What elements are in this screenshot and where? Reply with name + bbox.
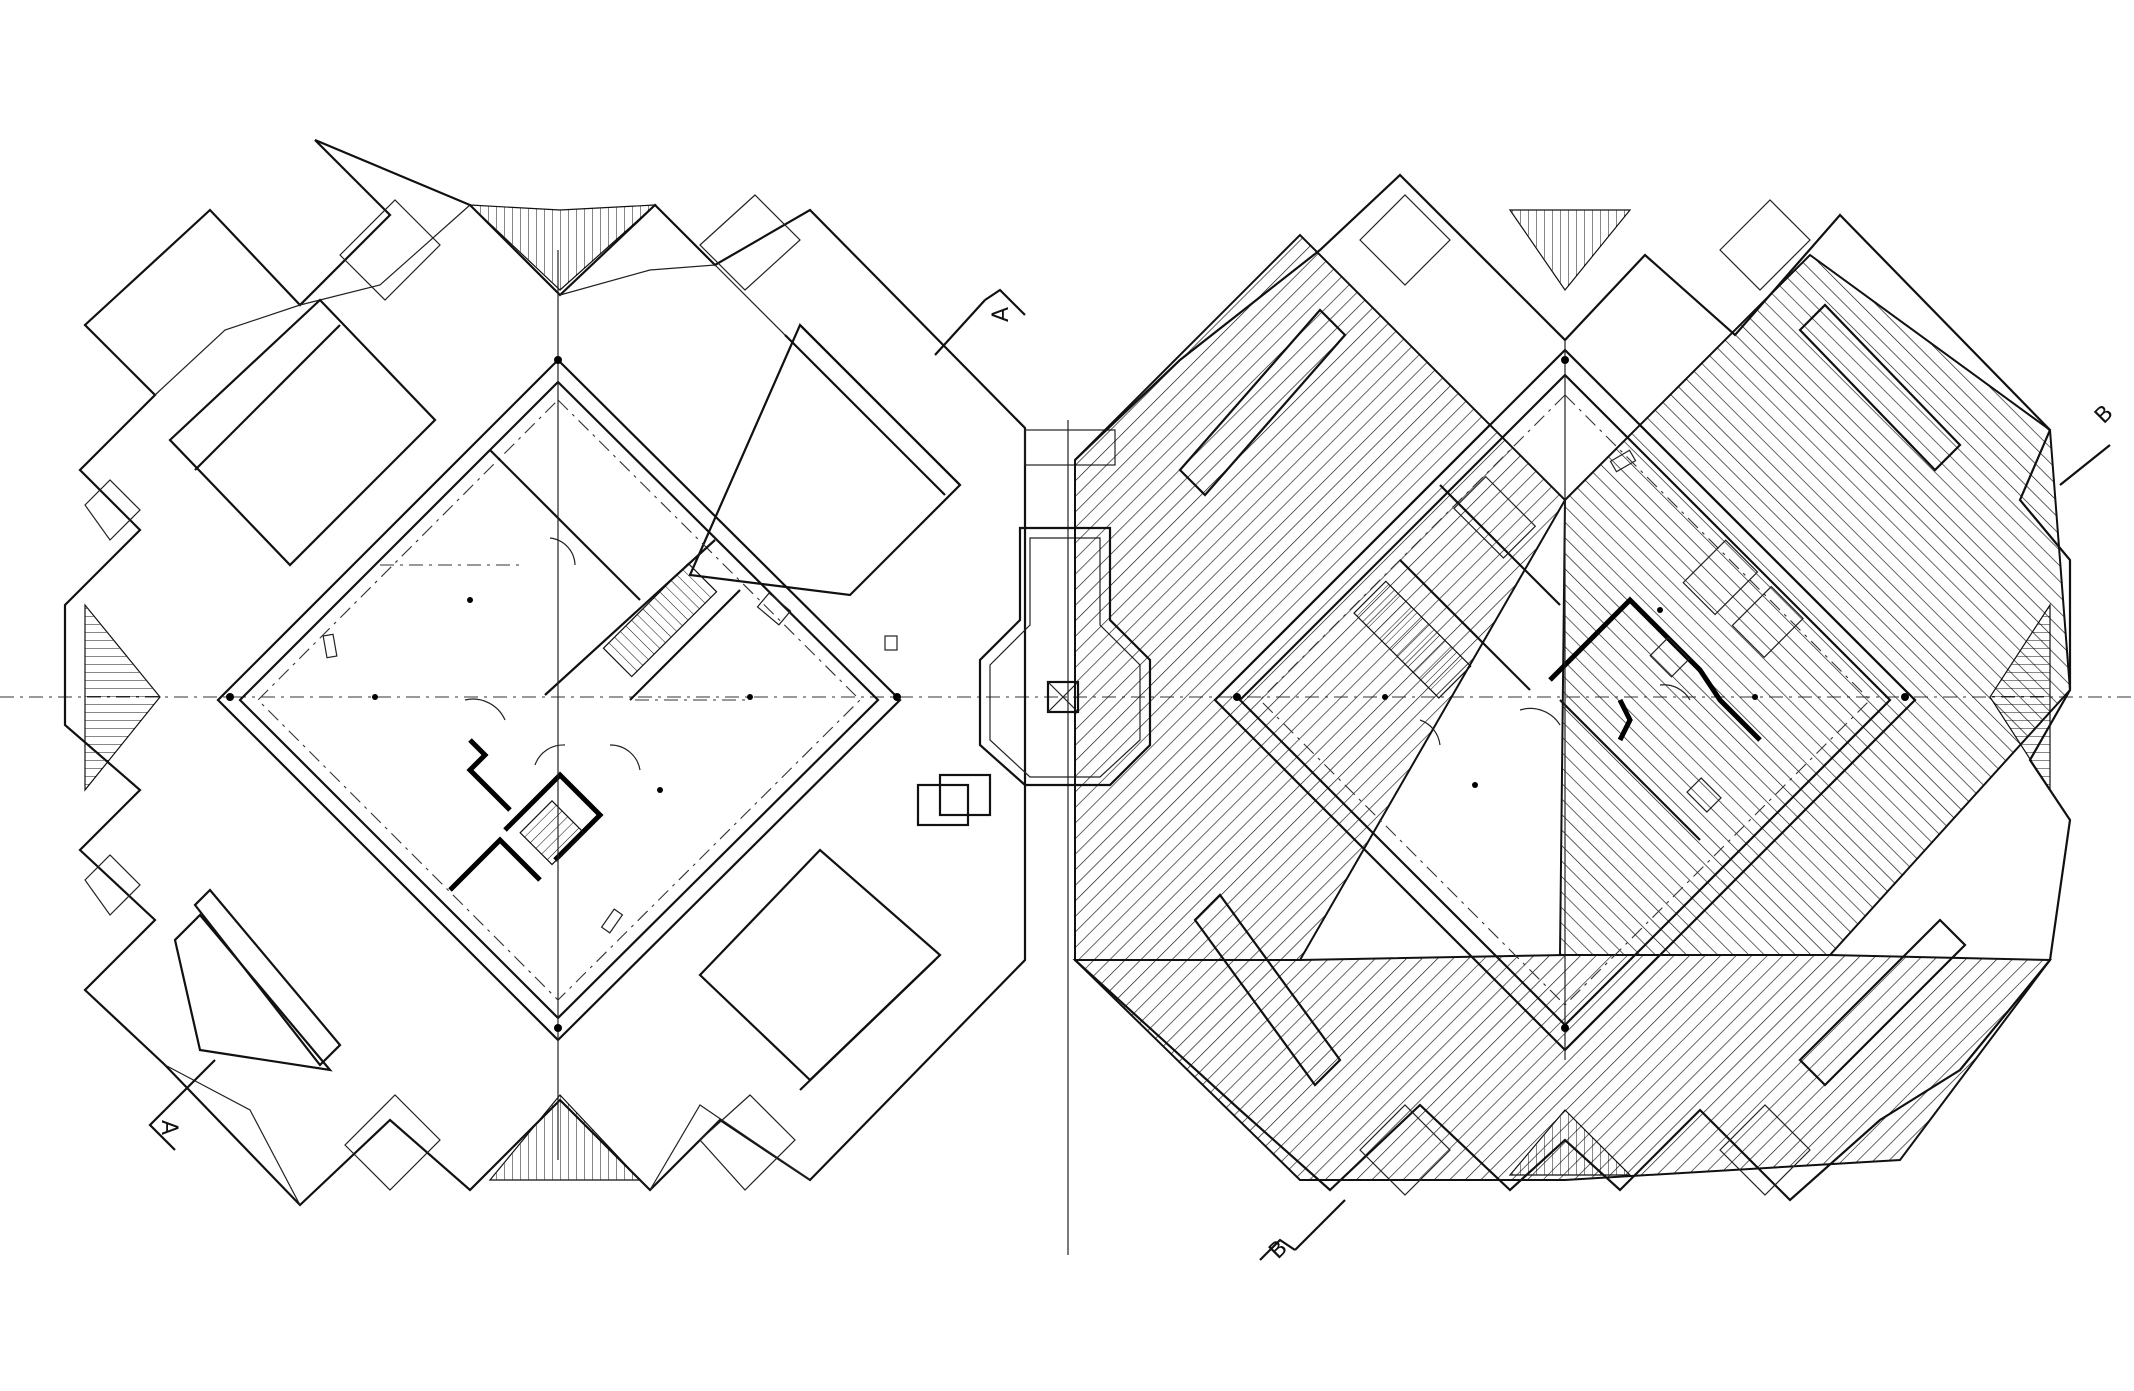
left-corner-box-top-right <box>699 194 801 291</box>
section-marker-b-top: B <box>2059 401 2119 486</box>
flue-cross-2 <box>1047 681 1079 713</box>
right-column-top <box>1561 356 1569 364</box>
right-skylight-bottom-left <box>1193 893 1342 1087</box>
left-core-dashed-line <box>257 399 861 1001</box>
left-stair-run <box>602 562 718 678</box>
right-column-mid-2 <box>1752 694 1758 700</box>
right-door-swing-3 <box>1659 684 1691 701</box>
left-spiral-stair <box>519 800 585 866</box>
left-roof-step-line-3 <box>164 1064 301 1206</box>
right-door-swing-1 <box>1419 719 1441 746</box>
right-door-swing-2 <box>1519 707 1561 726</box>
right-column-mid-4 <box>1657 607 1663 613</box>
right-partition-1 <box>1399 559 1531 691</box>
left-roof-step-line-4 <box>649 1104 811 1191</box>
left-door-swing-4 <box>609 744 641 771</box>
right-sink <box>1649 637 1690 678</box>
section-label-a-top: A <box>989 307 1014 322</box>
left-wedge-top <box>468 204 657 291</box>
left-column-right <box>893 693 901 701</box>
right-wc <box>1686 777 1722 813</box>
left-corner-box-top-left <box>339 199 441 301</box>
right-roof-hatch-left <box>1074 233 1567 961</box>
left-corner-box-bottom-left <box>344 1094 441 1191</box>
right-corner-box-top-right <box>1719 199 1811 291</box>
left-column-top <box>554 356 562 364</box>
section-marker-a-bottom: A <box>148 1059 216 1151</box>
right-skylight-bottom-right <box>1798 918 1967 1087</box>
left-partition-1 <box>489 449 641 601</box>
left-door-swing-3 <box>534 744 566 766</box>
left-skylight-top-right <box>688 323 962 597</box>
section-marker-a-top: A <box>934 288 1026 356</box>
right-column-mid-3 <box>1472 782 1478 788</box>
right-column-mid-1 <box>1382 694 1388 700</box>
left-skylight-top-left <box>168 298 437 567</box>
right-stair-run <box>1353 580 1472 699</box>
section-label-b-bottom: B <box>1264 1236 1292 1264</box>
left-column-mid-3 <box>467 597 473 603</box>
left-roof-step-line-2 <box>559 264 881 431</box>
left-wedge-left <box>84 603 161 792</box>
left-door-swing-2 <box>464 698 506 721</box>
left-building <box>63 138 1027 1207</box>
right-cabinet-3 <box>1731 585 1804 659</box>
right-wedge-bottom <box>1508 1109 1632 1176</box>
section-marker-b-bottom: B <box>1259 1199 1346 1264</box>
left-column-bottom <box>554 1024 562 1032</box>
right-building <box>1072 173 2072 1202</box>
left-corner-box-left-bottom <box>84 854 141 916</box>
left-vent-1 <box>322 633 338 659</box>
right-corner-box-bottom-right <box>1719 1104 1811 1196</box>
left-partition-3 <box>629 589 741 701</box>
right-vent-1 <box>1609 449 1637 473</box>
hatch-box-1 <box>916 783 970 827</box>
left-corner-box-left-top <box>84 479 141 541</box>
left-roof-step-line <box>154 204 471 396</box>
right-column-left <box>1233 693 1241 701</box>
section-label-a-bottom: A <box>156 1120 181 1135</box>
right-cabinet-1 <box>1453 475 1537 559</box>
right-wedge-top <box>1508 209 1632 292</box>
right-bold-wall-2 <box>1617 698 1633 742</box>
right-bold-wall <box>1548 596 1762 742</box>
right-skylight-top-left <box>1178 308 1347 497</box>
section-label-b-top: B <box>2090 401 2118 429</box>
left-column-left <box>226 693 234 701</box>
left-roof-outline <box>63 138 1027 1207</box>
right-column-bottom <box>1561 1024 1569 1032</box>
left-column-mid-2 <box>747 694 753 700</box>
right-skylight-top-right <box>1798 303 1962 472</box>
left-core-outer-wall <box>216 358 902 1042</box>
right-column-right <box>1901 693 1909 701</box>
left-bath-wall <box>448 836 542 892</box>
left-column-mid-4 <box>657 787 663 793</box>
right-partition-3 <box>1439 484 1561 606</box>
right-wedge-right <box>1989 602 2051 793</box>
left-corner-box-bottom-right <box>699 1094 796 1191</box>
left-wedge-bottom <box>488 1094 642 1181</box>
left-wc-wall <box>466 738 512 812</box>
hatch-box-2 <box>938 773 992 817</box>
left-skylight-bottom-left <box>173 888 342 1072</box>
left-skylight-bottom-right <box>698 848 942 1091</box>
right-partition-2 <box>1559 699 1701 841</box>
left-core-inner-wall <box>238 380 880 1020</box>
left-door-swing-1 <box>549 537 576 566</box>
right-corner-box-bottom-left <box>1359 1104 1451 1196</box>
left-vent-3 <box>884 635 898 651</box>
left-vent-2 <box>600 908 624 934</box>
left-sink <box>756 592 792 626</box>
right-cabinet-2 <box>1682 539 1759 616</box>
left-column-mid-1 <box>372 694 378 700</box>
right-corner-box-top-left <box>1359 194 1451 286</box>
